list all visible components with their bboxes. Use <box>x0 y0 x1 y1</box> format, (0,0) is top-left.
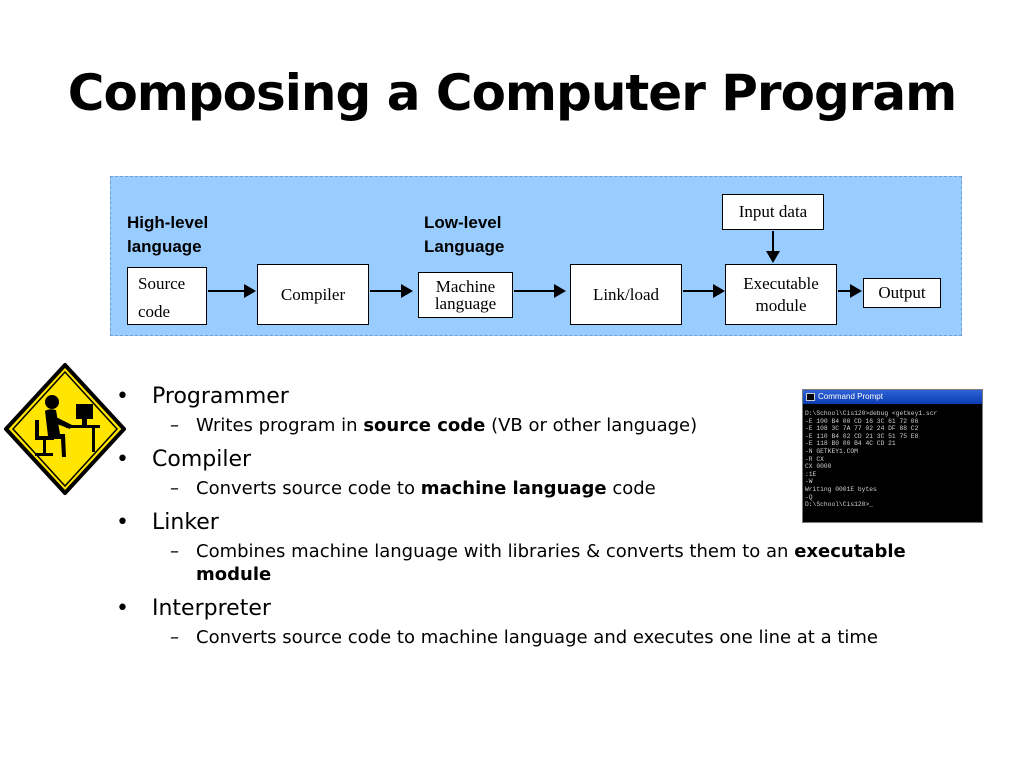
link-load-box-label: Link/load <box>592 284 660 304</box>
sub-programmer-pre: Writes program in <box>196 415 364 436</box>
cmd-line: CX 0000 <box>805 463 832 471</box>
low-level-label-line1: Low-level <box>424 213 502 232</box>
cmd-line: -N GETKEY1.COM <box>805 447 858 455</box>
arrow-linkload-to-executable <box>683 284 725 298</box>
bullet-linker-text: Linker <box>152 510 219 535</box>
executable-module-box: Executable module <box>725 264 837 325</box>
link-load-box: Link/load <box>570 264 682 325</box>
sub-bullet-compiler: Converts source code to machine language… <box>108 477 968 500</box>
cmd-line: -W <box>805 478 813 486</box>
source-code-line2: code <box>138 302 171 321</box>
cmd-line: Writing 0001E bytes <box>805 485 877 493</box>
sub-compiler-bold: machine language <box>420 478 607 499</box>
high-level-label-line1: High-level <box>127 213 209 232</box>
sub-programmer-post: (VB or other language) <box>485 415 698 436</box>
high-level-label: High-level language <box>127 211 208 259</box>
command-prompt-body: D:\School\Cis120>debug <getkey1.scr-E 10… <box>803 404 982 509</box>
low-level-label: Low-level Language <box>424 211 504 259</box>
cmd-line: -E 110 B4 02 CD 21 3C 51 75 E8 <box>805 432 919 440</box>
arrow-compiler-to-machine <box>370 284 413 298</box>
source-code-box: Source code <box>127 267 207 325</box>
sub-programmer-bold: source code <box>363 415 486 436</box>
input-data-box: Input data <box>722 194 824 230</box>
program-flow-diagram: High-level language Low-level Language S… <box>110 176 962 336</box>
executable-module-line1: Executable <box>743 273 819 293</box>
command-prompt-titlebar: Command Prompt <box>803 390 982 404</box>
sub-linker-pre: Combines machine language with libraries… <box>196 541 795 562</box>
programmer-warning-sign-icon <box>4 363 126 495</box>
output-box-label: Output <box>878 283 926 302</box>
compiler-box: Compiler <box>257 264 369 325</box>
cmd-line: -Q <box>805 493 813 501</box>
input-data-box-label: Input data <box>738 202 808 221</box>
cmd-line: -R CX <box>805 455 824 463</box>
output-box: Output <box>863 278 941 308</box>
arrow-executable-to-output <box>838 284 862 298</box>
slide-title: Composing a Computer Program <box>67 64 957 122</box>
sub-bullet-programmer: Writes program in source code (VB or oth… <box>108 414 968 437</box>
cmd-line: -E 108 3C 7A 77 02 24 DF 88 C2 <box>805 425 919 433</box>
command-prompt-title: Command Prompt <box>818 392 883 401</box>
bullet-interpreter: Interpreter <box>108 592 968 626</box>
bullet-list: Programmer Writes program in source code… <box>108 380 968 655</box>
bullet-compiler: Compiler <box>108 443 968 477</box>
cmd-line: -E 100 B4 00 CD 16 3C 61 72 06 <box>805 417 919 425</box>
sub-bullet-linker: Combines machine language with libraries… <box>108 540 968 586</box>
arrow-input-to-executable <box>766 231 780 263</box>
arrow-machine-to-linkload <box>514 284 566 298</box>
sub-compiler-pre: Converts source code to <box>196 478 421 499</box>
machine-language-box: Machine language <box>418 272 513 318</box>
sub-bullet-interpreter: Converts source code to machine language… <box>108 626 968 649</box>
low-level-label-line2: Language <box>424 237 505 256</box>
executable-module-line2: module <box>755 295 807 315</box>
bullet-interpreter-text: Interpreter <box>152 596 271 621</box>
machine-language-line1: Machine <box>435 277 496 296</box>
bullet-compiler-text: Compiler <box>152 447 252 472</box>
source-code-line1: Source <box>138 274 186 293</box>
arrow-source-to-compiler <box>208 284 256 298</box>
cmd-line: :1E <box>805 470 817 478</box>
command-prompt-screenshot: Command Prompt D:\School\Cis120>debug <g… <box>802 389 983 523</box>
command-prompt-icon <box>806 393 815 401</box>
sub-linker-bold: executable module <box>196 541 906 585</box>
bullet-programmer: Programmer <box>108 380 968 414</box>
cmd-line: -E 118 B0 00 B4 4C CD 21 <box>805 440 896 448</box>
sub-compiler-post: code <box>606 478 656 499</box>
bullet-programmer-text: Programmer <box>152 384 289 409</box>
sub-interpreter-text: Converts source code to machine language… <box>196 627 878 648</box>
high-level-label-line2: language <box>127 237 202 256</box>
compiler-box-label: Compiler <box>280 284 346 304</box>
cmd-line: D:\School\Cis120>debug <getkey1.scr <box>805 410 938 417</box>
cmd-line: D:\School\Cis120>_ <box>805 501 874 509</box>
machine-language-line2: language <box>434 294 497 313</box>
bullet-linker: Linker <box>108 506 968 540</box>
